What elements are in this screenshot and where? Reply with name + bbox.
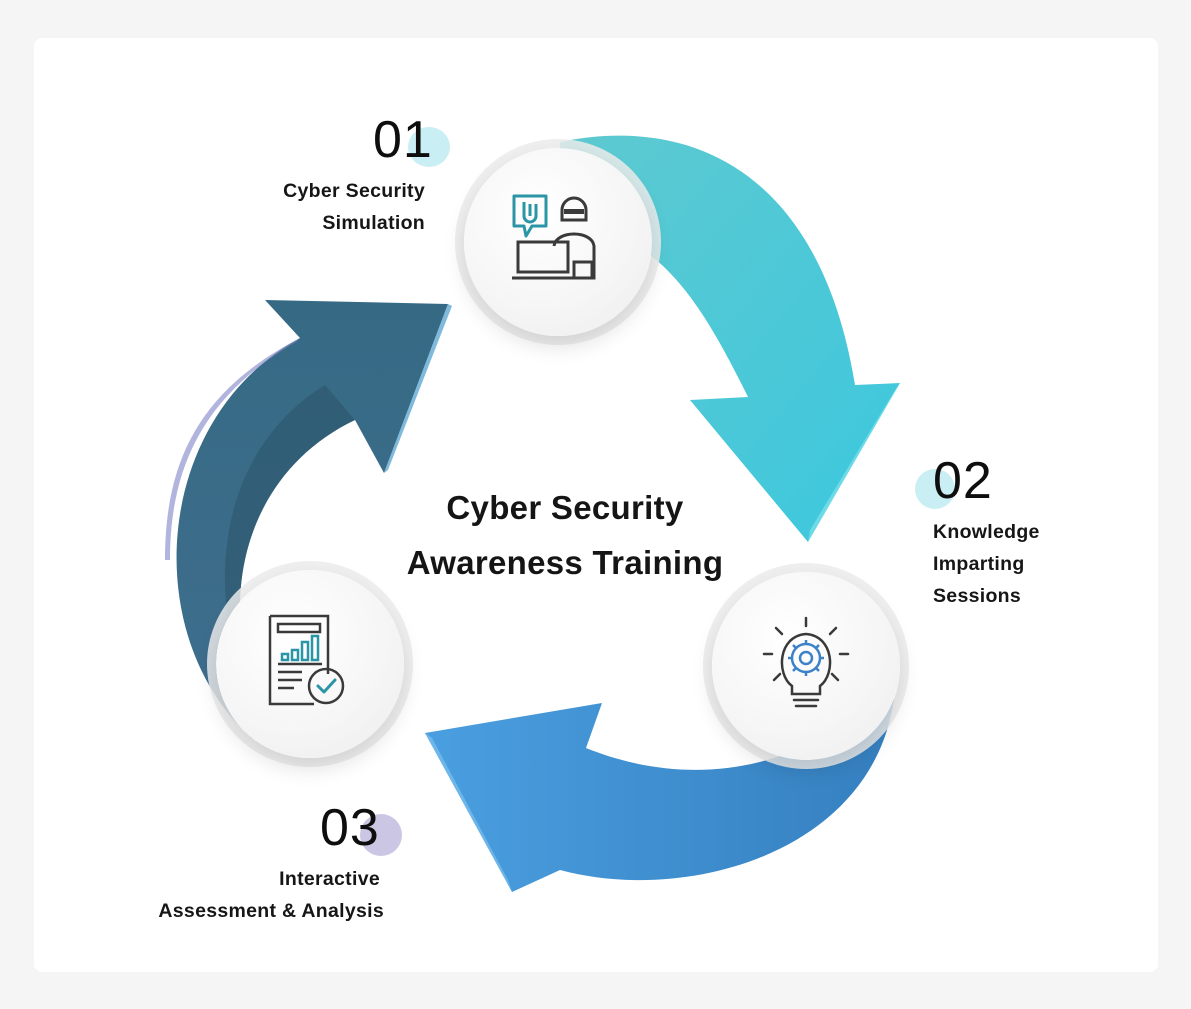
step-1-number: 01 — [373, 111, 433, 169]
arrow-step-2 — [425, 690, 895, 892]
step-2-circle — [712, 572, 900, 760]
arrow-step-2-edge — [425, 733, 512, 892]
step-1-dot — [408, 127, 450, 167]
diagram-title: Cyber Security Awareness Training — [365, 480, 765, 590]
arrow-step-3 — [176, 300, 448, 738]
hacker-laptop-icon — [512, 194, 596, 280]
step-3-number: 03 — [320, 799, 380, 857]
step-2-label-line3: Sessions — [933, 585, 1022, 607]
step-2-label-line2: Imparting — [933, 553, 1025, 575]
step-2-label-line1: Knowledge — [933, 521, 1040, 543]
step-2-dot — [915, 469, 955, 509]
step-1-label: Cyber Security Simulation — [225, 175, 425, 239]
step-1-label-line2: Simulation — [322, 212, 425, 234]
arrow-step-3-head-edge — [384, 304, 452, 473]
step-2-number: 02 — [933, 452, 993, 510]
diagram-title-line2: Awareness Training — [406, 544, 724, 581]
lightbulb-gear-icon — [762, 616, 850, 708]
step-3-dot — [360, 814, 402, 856]
arrow-step-1-highlight — [808, 383, 900, 542]
arrow-step-3-inner-shade — [224, 385, 355, 705]
step-3-circle — [216, 570, 404, 758]
step-3-label-line1: Interactive — [279, 868, 380, 890]
report-check-icon — [268, 614, 345, 706]
step-3-label-line2: Assessment & Analysis — [158, 900, 384, 922]
diagram-title-line1: Cyber Security — [446, 489, 684, 526]
step-1-circle — [464, 148, 652, 336]
step-3-label: Interactive Assessment & Analysis — [140, 863, 384, 927]
step-1-label-line1: Cyber Security — [283, 180, 425, 202]
step-2-label: Knowledge Imparting Sessions — [933, 516, 1133, 612]
